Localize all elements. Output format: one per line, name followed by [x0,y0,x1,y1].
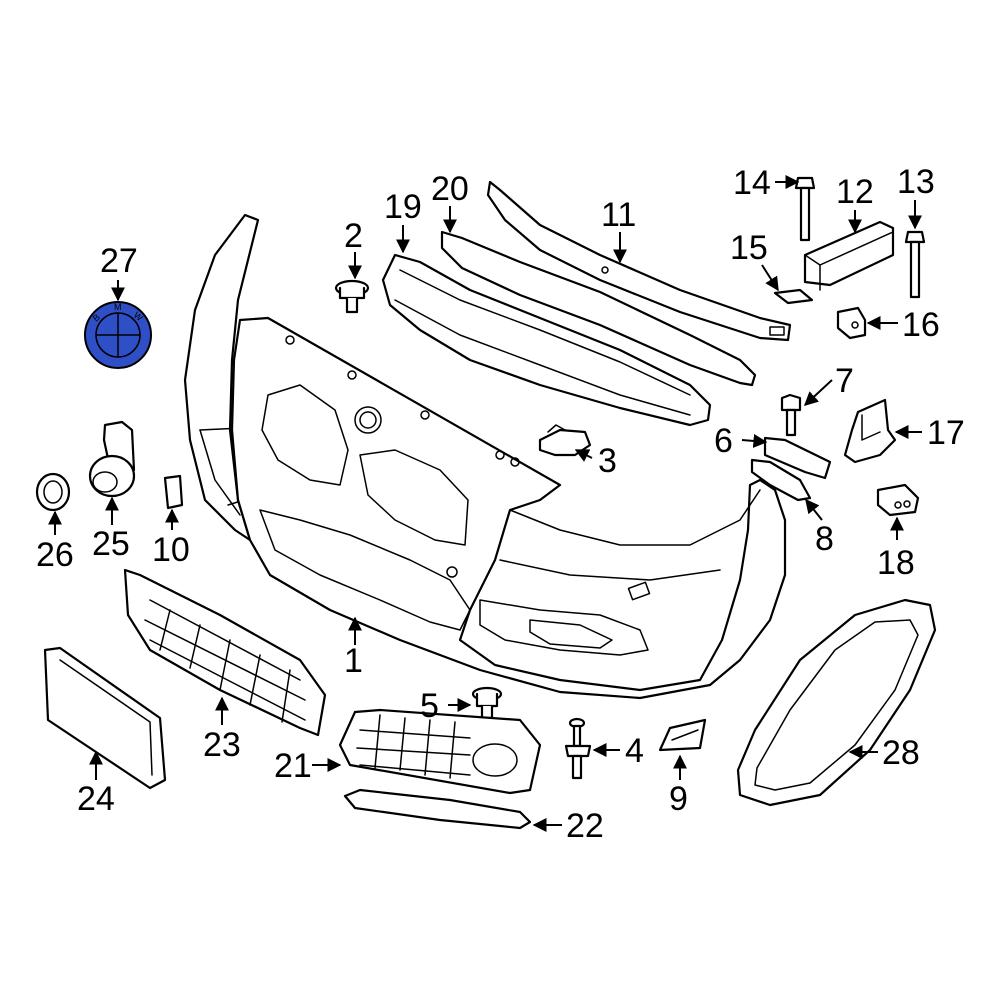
emblem[interactable]: B M W [84,301,152,369]
sensor-ring [35,472,71,512]
callout-16[interactable]: 16 [902,306,940,344]
callout-12[interactable]: 12 [836,173,874,211]
parking-sensor [88,420,136,498]
plate-10 [163,474,184,510]
bolt-14 [794,176,816,242]
bolt-13 [904,230,926,299]
callout-labels: 1 2 3 4 5 6 7 8 9 10 11 12 13 14 15 16 1… [36,163,965,845]
callout-21[interactable]: 21 [274,747,312,785]
push-nut [334,279,370,314]
emblem-letter-m: M [114,302,122,312]
callout-8[interactable]: 8 [815,520,834,558]
callout-15[interactable]: 15 [730,229,768,267]
callout-24[interactable]: 24 [77,780,115,818]
side-grille [736,598,937,807]
callout-11[interactable]: 11 [601,196,636,234]
callout-23[interactable]: 23 [203,726,241,764]
callout-28[interactable]: 28 [882,734,920,772]
support-6 [763,436,832,480]
callout-2[interactable]: 2 [344,217,363,255]
clip-9 [658,718,707,752]
impact-bracket [803,220,895,291]
callout-18[interactable]: 18 [877,544,915,582]
callout-17[interactable]: 17 [927,414,965,452]
bracket-3 [538,424,592,457]
callout-22[interactable]: 22 [566,807,604,845]
callout-19[interactable]: 19 [384,188,422,226]
callout-5[interactable]: 5 [420,687,439,725]
mount-bracket [843,398,897,464]
lower-grille [123,568,327,737]
callout-27[interactable]: 27 [100,242,138,280]
license-plate-bracket [43,646,167,790]
callout-1[interactable]: 1 [344,642,363,680]
cap-18 [876,483,920,517]
callout-14[interactable]: 14 [733,164,771,202]
callout-20[interactable]: 20 [431,170,469,208]
callout-26[interactable]: 26 [36,536,74,574]
bracket-16 [836,306,867,340]
energy-absorber [381,253,712,427]
trim-strip [343,788,532,830]
callout-3[interactable]: 3 [598,442,617,480]
fog-grille [338,708,542,795]
rivet-4 [564,717,592,780]
support-8 [750,458,812,502]
callout-4[interactable]: 4 [625,732,644,770]
callout-25[interactable]: 25 [92,525,130,563]
bumper-cover [183,213,787,700]
bolt-7 [780,393,802,437]
callout-13[interactable]: 13 [897,163,935,201]
nut-5 [471,686,503,720]
callout-9[interactable]: 9 [669,780,688,818]
callout-7[interactable]: 7 [835,362,854,400]
clip-15 [773,288,814,305]
emblem-letter-b: B [91,312,102,324]
callout-6[interactable]: 6 [714,422,733,460]
leader-lines [48,175,922,832]
absorber-strip [440,230,757,387]
reinforcement-bar [486,180,792,342]
callout-10[interactable]: 10 [152,531,190,569]
